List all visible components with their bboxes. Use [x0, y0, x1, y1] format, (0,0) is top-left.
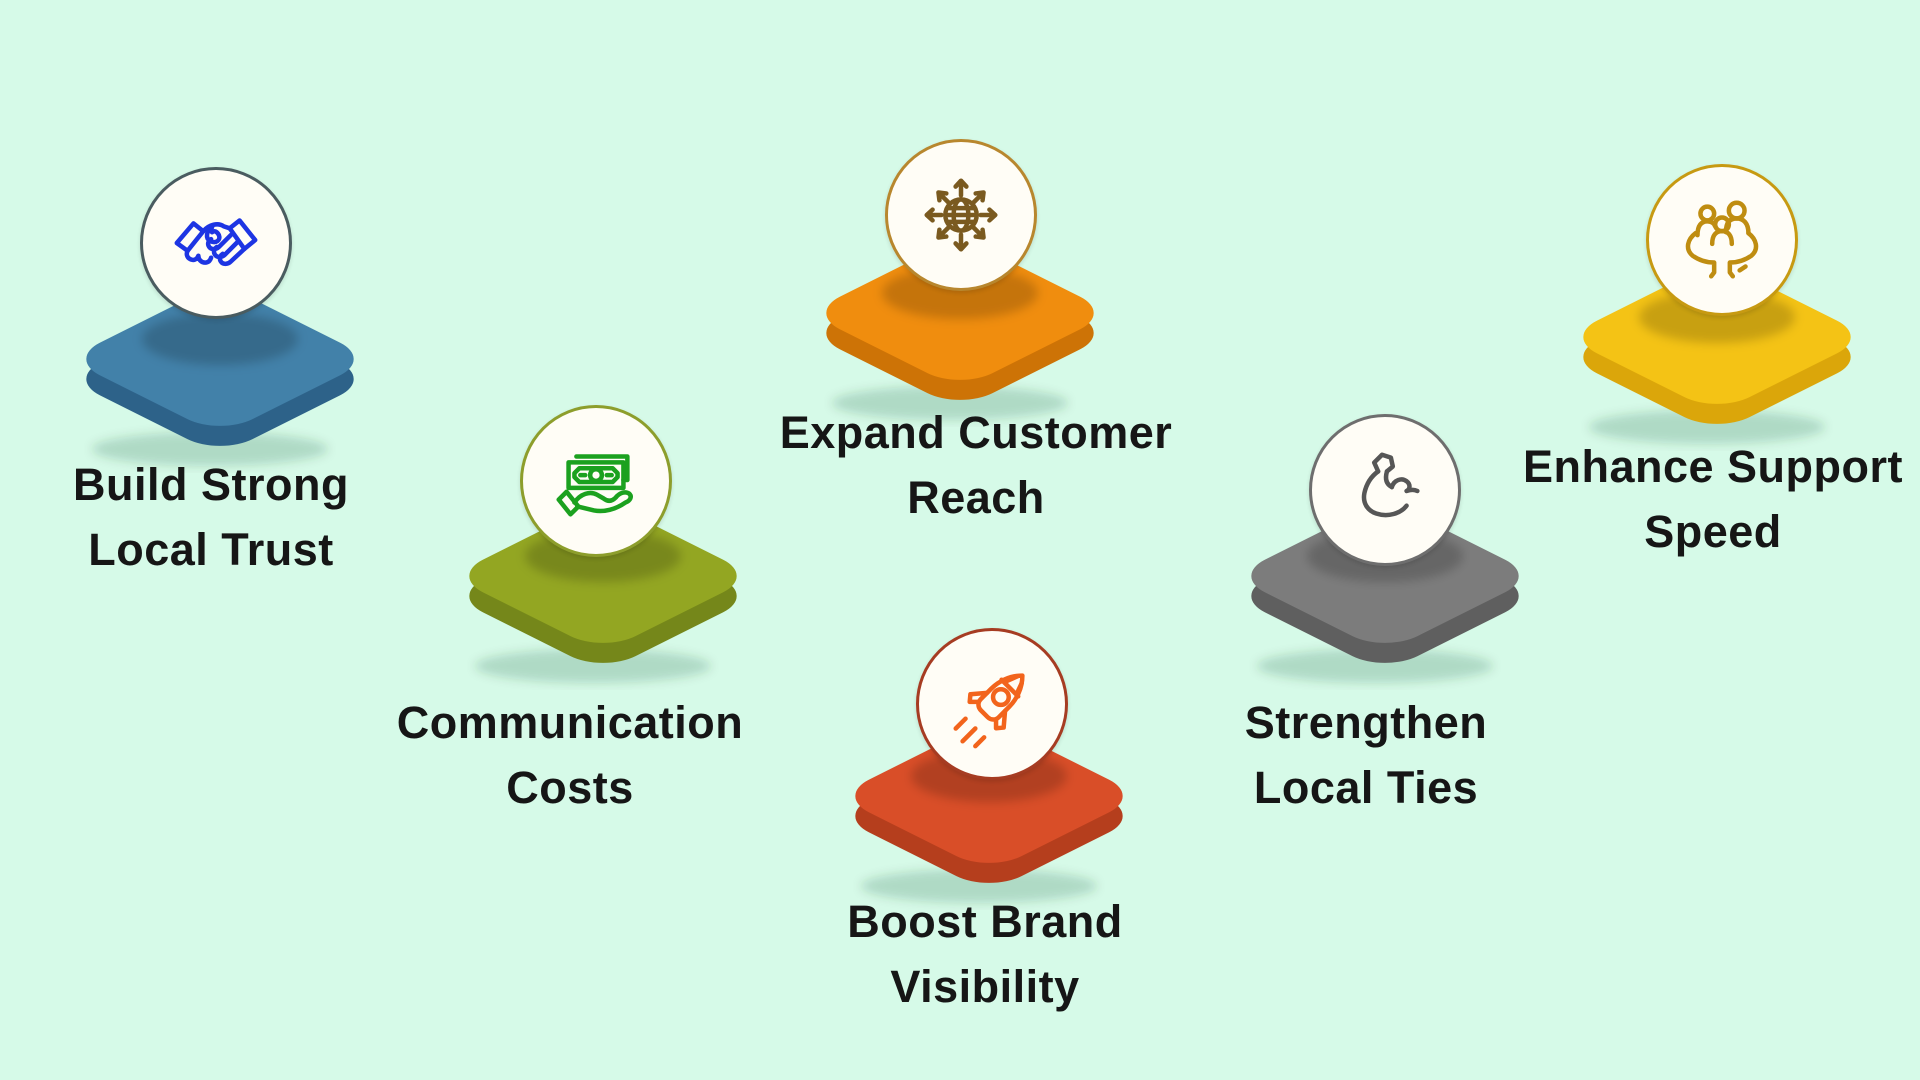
feature-label: Build Strong Local Trust	[0, 452, 491, 582]
family-hands-icon	[1685, 200, 1759, 279]
rocket-icon	[953, 673, 1025, 749]
icon-badge	[885, 139, 1037, 291]
icon-badge	[916, 628, 1068, 780]
label-line: Communication	[396, 697, 744, 748]
label-line: Speed	[1644, 506, 1782, 557]
feature-label: Communication Costs	[290, 690, 850, 820]
icon-badge	[140, 167, 292, 319]
label-line: Enhance Support	[1522, 441, 1904, 492]
platform-3d	[86, 292, 354, 466]
feature-label: Expand Customer Reach	[696, 400, 1256, 530]
icon-badge	[1646, 164, 1798, 316]
globe-arrows-icon	[924, 178, 998, 252]
feature-label: Enhance Support Speed	[1433, 434, 1920, 564]
label-line: Local Ties	[1253, 762, 1479, 813]
label-line: Reach	[907, 472, 1045, 523]
money-hand-icon	[556, 454, 633, 517]
feature-label: Boost Brand Visibility	[705, 889, 1265, 1019]
feature-label: Strengthen Local Ties	[1086, 690, 1646, 820]
icon-badge	[520, 405, 672, 557]
platform-3d	[1583, 270, 1851, 444]
label-line: Build Strong	[73, 459, 349, 510]
platform-3d	[1251, 509, 1519, 683]
label-line: Boost Brand	[847, 896, 1123, 947]
handshake-icon	[174, 218, 258, 267]
label-line: Costs	[506, 762, 634, 813]
icon-badge	[1309, 414, 1461, 566]
label-line: Visibility	[890, 961, 1080, 1012]
label-line: Strengthen	[1244, 697, 1488, 748]
label-line: Expand Customer	[779, 407, 1173, 458]
label-line: Local Trust	[88, 524, 334, 575]
muscle-arm-icon	[1361, 452, 1420, 518]
